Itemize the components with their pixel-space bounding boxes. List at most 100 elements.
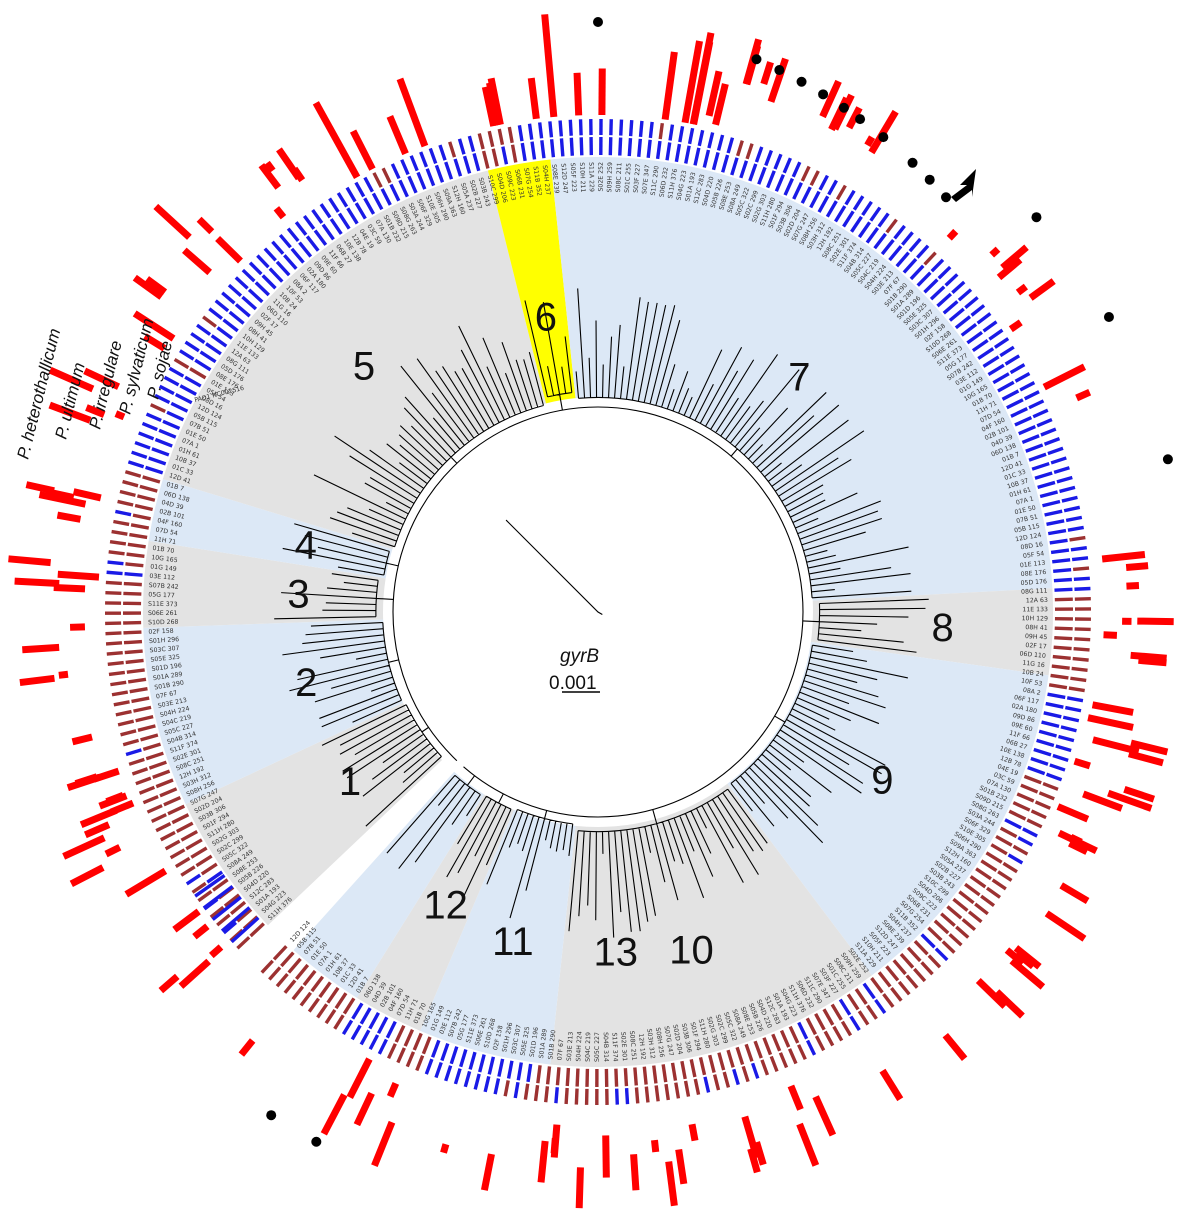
species-strip <box>481 150 490 169</box>
species-strip <box>254 281 270 297</box>
activity-bar <box>573 72 583 116</box>
activity-bar <box>440 1143 450 1154</box>
species-strip <box>708 1054 716 1074</box>
species-strip <box>155 778 174 789</box>
species-strip <box>145 412 162 423</box>
activity-bar <box>58 670 69 679</box>
species-strip <box>506 1060 514 1079</box>
species-strip <box>109 540 127 546</box>
species-strip <box>122 738 140 747</box>
species-strip <box>988 328 1004 341</box>
activity-bar <box>527 77 540 120</box>
activity-bar <box>386 1081 400 1098</box>
clade-sector-9 <box>727 641 1049 976</box>
species-strip <box>766 170 776 189</box>
species-strip <box>123 581 142 587</box>
species-strip <box>487 1056 496 1075</box>
species-strip <box>194 358 212 372</box>
species-strip <box>1033 747 1052 757</box>
species-strip <box>249 922 265 938</box>
leaf-label: 08G 111 <box>1021 588 1048 596</box>
marker-dot <box>924 174 935 185</box>
species-strip <box>877 212 890 228</box>
species-strip <box>637 138 643 157</box>
species-strip <box>975 867 992 881</box>
species-strip <box>1025 443 1044 453</box>
activity-bar <box>575 1167 584 1209</box>
activity-bar <box>109 799 135 816</box>
species-strip <box>854 988 868 1005</box>
species-strip <box>324 1008 337 1025</box>
species-strip <box>901 231 914 246</box>
species-strip <box>614 1088 620 1105</box>
species-strip <box>1069 535 1086 542</box>
leaf-label: 07F 67 <box>155 690 177 701</box>
species-strip <box>985 851 1003 864</box>
species-strip <box>154 393 171 404</box>
activity-bar <box>681 40 703 124</box>
species-strip <box>862 982 876 1000</box>
activity-bar <box>675 1148 688 1185</box>
species-strip <box>305 235 320 252</box>
species-strip <box>123 591 142 596</box>
species-strip <box>175 821 194 833</box>
species-strip <box>923 251 937 266</box>
species-strip <box>905 974 919 989</box>
species-strip <box>275 260 291 277</box>
species-strip <box>830 1003 843 1021</box>
species-strip <box>271 240 285 255</box>
leaf-label: S11F 374 <box>610 1032 618 1061</box>
leaf-label: S05E 325 <box>520 1026 532 1056</box>
species-strip <box>1070 676 1087 683</box>
species-strip <box>131 767 149 776</box>
species-strip <box>982 320 998 333</box>
species-strip <box>735 1046 745 1065</box>
leaf-label: S02E 301 <box>619 1032 628 1062</box>
species-strip <box>313 229 328 246</box>
species-strip <box>453 158 463 177</box>
marker-dot <box>1031 212 1042 223</box>
species-strip <box>440 1043 450 1062</box>
species-strip <box>428 147 438 165</box>
species-strip <box>1071 556 1089 562</box>
species-strip <box>230 900 247 915</box>
clade-number-12: 12 <box>423 884 468 928</box>
species-strip <box>125 658 144 665</box>
activity-bar <box>1130 739 1169 756</box>
clade-number-7: 7 <box>788 355 810 399</box>
species-strip <box>885 965 900 982</box>
species-strip <box>234 303 251 318</box>
species-strip <box>771 1033 782 1052</box>
activity-bar <box>132 274 164 300</box>
activity-bar <box>1014 950 1036 970</box>
activity-bar <box>1127 750 1164 767</box>
clade-sector-2 <box>143 619 404 805</box>
species-strip <box>895 251 910 268</box>
species-strip <box>683 1080 691 1097</box>
species-strip <box>797 1044 807 1061</box>
species-strip <box>316 1003 329 1019</box>
activity-bar <box>1056 803 1090 823</box>
species-strip <box>222 318 239 333</box>
species-strip <box>117 499 134 507</box>
species-strip <box>844 189 856 206</box>
species-strip <box>517 125 524 142</box>
species-strip <box>960 323 978 337</box>
leaf-label: S01B 290 <box>547 1029 557 1059</box>
activity-bar <box>1067 840 1089 855</box>
species-strip <box>760 1059 770 1076</box>
species-strip <box>1074 586 1091 591</box>
activity-bar <box>208 944 224 959</box>
species-strip <box>726 137 735 154</box>
species-strip <box>124 649 143 655</box>
species-strip <box>993 337 1010 349</box>
species-strip <box>527 123 534 140</box>
activity-bar <box>132 310 176 342</box>
species-strip <box>642 1066 648 1085</box>
species-strip <box>359 1029 371 1046</box>
species-strip <box>431 1039 441 1058</box>
clade-number-3: 3 <box>287 573 309 617</box>
species-strip <box>634 1087 640 1104</box>
species-strip <box>272 945 288 961</box>
leaf-label: 10B 24 <box>1021 668 1044 678</box>
